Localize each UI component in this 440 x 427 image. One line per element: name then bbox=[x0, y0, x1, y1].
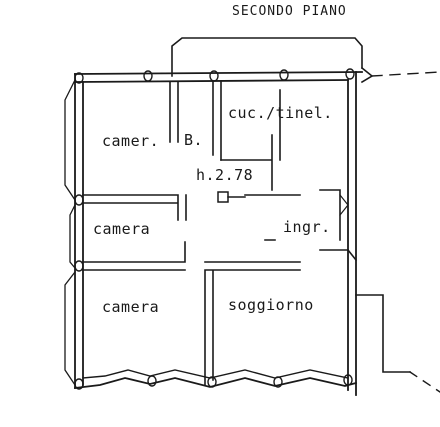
left-bay-top bbox=[64, 79, 76, 201]
room-label-camera-bottom: camera bbox=[102, 298, 160, 316]
right-dashed bbox=[371, 71, 440, 77]
top-balcony bbox=[171, 37, 363, 77]
left-bay-bottom bbox=[64, 271, 76, 386]
outer-wall-bottom-inner bbox=[82, 369, 349, 379]
wall-living-top bbox=[204, 261, 301, 386]
wall-bath-right bbox=[212, 81, 222, 161]
outer-wall-right bbox=[347, 71, 357, 396]
wall-bath-left bbox=[169, 81, 179, 143]
wall-entry-right bbox=[339, 194, 349, 216]
room-label-soggiorno: soggiorno bbox=[228, 296, 314, 314]
room-label-camera-top: camer. bbox=[102, 132, 160, 150]
wall-bedroom-split-1 bbox=[82, 194, 187, 221]
right-exterior bbox=[346, 248, 411, 373]
outer-wall-left bbox=[74, 73, 84, 389]
wall-bedroom-split-2 bbox=[82, 241, 186, 271]
shaft bbox=[217, 191, 229, 203]
left-bay-mid bbox=[69, 204, 76, 269]
room-label-cucina: cuc./tinel. bbox=[228, 104, 333, 122]
corner-arrow bbox=[360, 66, 374, 84]
wall-kitchen-bottom bbox=[220, 89, 281, 191]
wall-markers bbox=[74, 68, 355, 390]
room-label-ingresso: ingr. bbox=[283, 218, 331, 236]
right-dashed-bottom bbox=[409, 371, 440, 393]
height-label: h.2.78 bbox=[196, 166, 254, 184]
outer-wall-top bbox=[74, 71, 363, 83]
plan-title: SECONDO PIANO bbox=[232, 4, 347, 19]
room-label-camera-mid: camera bbox=[93, 220, 151, 238]
room-label-bagno: B. bbox=[184, 131, 204, 149]
